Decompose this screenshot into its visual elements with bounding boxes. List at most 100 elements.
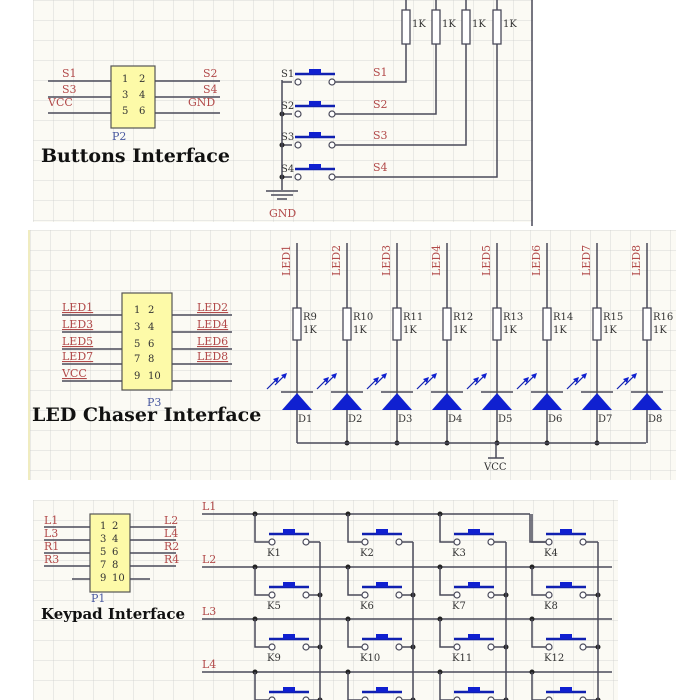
- net-label: S4: [373, 161, 388, 174]
- keypad-key-switch: [268, 529, 310, 546]
- diode-ref: D3: [398, 414, 412, 425]
- resistor-value: 1K: [472, 19, 486, 30]
- key-label: K7: [452, 601, 466, 612]
- resistor-ref: R9: [303, 312, 317, 323]
- p1-pin: 5: [100, 547, 106, 558]
- resistor: [342, 307, 352, 341]
- ground-symbol: [266, 80, 298, 200]
- key-label: K12: [544, 653, 564, 664]
- section-title: Keypad Interface: [41, 605, 185, 623]
- net-label: S1: [373, 66, 388, 79]
- led-net-label: LED5: [480, 245, 493, 276]
- led-diode-icon: [432, 393, 462, 410]
- p2-pin: 6: [139, 106, 145, 117]
- p3-pin: 7: [134, 354, 140, 365]
- net-label: L2: [164, 514, 178, 527]
- led-diode-icon: [582, 393, 612, 410]
- p1-pin: 1: [100, 521, 106, 532]
- resistor: [492, 9, 502, 45]
- led-diode-icon: [482, 393, 512, 410]
- connector-p3: [121, 292, 173, 391]
- p1-pin: 2: [112, 521, 118, 532]
- key-label: K6: [360, 601, 374, 612]
- resistor-value: 1K: [412, 19, 426, 30]
- resistor: [442, 307, 452, 341]
- net-label: LED4: [197, 318, 228, 331]
- row-label: L3: [202, 605, 216, 618]
- keypad-key-switch: [545, 687, 587, 700]
- net-label: S1: [62, 67, 77, 80]
- diode-ref: D1: [298, 414, 312, 425]
- led-net-label: LED8: [630, 245, 643, 276]
- diode-ref: D7: [598, 414, 612, 425]
- net-label: LED3: [62, 318, 93, 331]
- net-label: R1: [44, 540, 59, 553]
- p1-pin: 4: [112, 534, 118, 545]
- resistor: [401, 9, 411, 45]
- ground-label: GND: [269, 207, 296, 220]
- key-label: K3: [452, 548, 466, 559]
- resistor-value: 1K: [442, 19, 456, 30]
- keypad-key-switch: [453, 634, 495, 651]
- keypad-key-switch: [361, 582, 403, 599]
- p2-pin: 5: [122, 106, 128, 117]
- connector-ref: P3: [147, 396, 161, 409]
- resistor: [492, 307, 502, 341]
- key-label: K8: [544, 601, 558, 612]
- resistor-value: 1K: [453, 325, 467, 336]
- p3-pin: 2: [148, 305, 154, 316]
- net-label: L4: [164, 527, 178, 540]
- net-label: S3: [373, 129, 388, 142]
- key-label: K5: [267, 601, 281, 612]
- net-label: VCC: [61, 367, 87, 380]
- p3-pin: 9: [134, 371, 140, 382]
- p1-pin: 6: [112, 547, 118, 558]
- resistor-ref: R11: [403, 312, 423, 323]
- resistor-ref: R15: [603, 312, 623, 323]
- p2-pin: 2: [139, 74, 145, 85]
- switch-label: S3: [281, 132, 294, 143]
- p3-pin: 8: [148, 354, 154, 365]
- net-label: L3: [44, 527, 58, 540]
- net-label: VCC: [47, 96, 73, 109]
- p1-pin: 9: [100, 573, 106, 584]
- net-label: L1: [44, 514, 58, 527]
- section-title: Buttons Interface: [41, 145, 230, 167]
- p2-pin: 1: [122, 74, 128, 85]
- row-label: L4: [202, 658, 216, 671]
- resistor-value: 1K: [403, 325, 417, 336]
- key-label: K9: [267, 653, 281, 664]
- resistor-value: 1K: [553, 325, 567, 336]
- net-label: LED8: [197, 350, 228, 363]
- net-label: S3: [62, 83, 77, 96]
- net-label: R4: [164, 553, 179, 566]
- row-label: L1: [202, 500, 216, 513]
- net-label: LED5: [62, 335, 93, 348]
- led-net-label: LED3: [380, 245, 393, 276]
- p2-pin: 3: [122, 90, 128, 101]
- p3-pin: 3: [134, 322, 140, 333]
- p1-pin: 8: [112, 560, 118, 571]
- buttons-panel: [33, 0, 533, 222]
- resistor-ref: R10: [353, 312, 373, 323]
- net-label: LED2: [197, 301, 228, 314]
- resistor-value: 1K: [603, 325, 617, 336]
- diode-ref: D4: [448, 414, 462, 425]
- p3-pin: 6: [148, 339, 154, 350]
- resistor-ref: R14: [553, 312, 573, 323]
- resistor: [642, 307, 652, 341]
- key-label: K10: [360, 653, 380, 664]
- p1-pin: 7: [100, 560, 106, 571]
- connector-p2: [110, 65, 156, 129]
- connector-p1: [89, 513, 131, 593]
- net-label: S2: [373, 98, 388, 111]
- connector-ref: P2: [112, 130, 126, 143]
- resistor: [431, 9, 441, 45]
- keypad-key-switch: [545, 582, 587, 599]
- led-diode-icon: [332, 393, 362, 410]
